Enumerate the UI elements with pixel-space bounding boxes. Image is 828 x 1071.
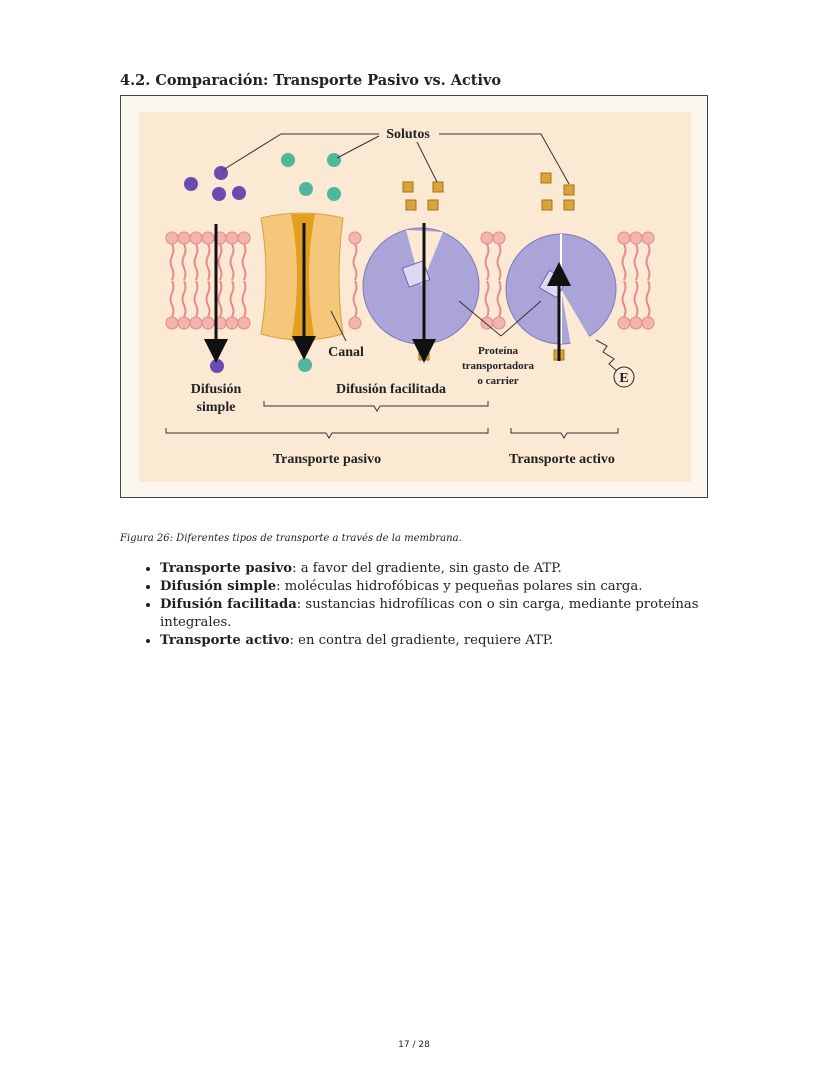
transport-arrows	[204, 223, 571, 363]
label-difusion-facilitada: Difusión facilitada	[336, 382, 446, 397]
bullet-text: : a favor del gradiente, sin gasto de AT…	[292, 561, 562, 576]
energy-icon	[613, 366, 635, 388]
page-number: 17 / 28	[398, 1040, 430, 1050]
label-proteina-2: transportadora	[462, 360, 535, 372]
label-transporte-pasivo: Transporte pasivo	[273, 452, 381, 467]
bullet-text: : sustancias hidrofílicas con o sin carg…	[160, 597, 699, 630]
channel-protein	[260, 212, 344, 341]
label-canal: Canal	[328, 345, 364, 360]
bullet-term: Difusión facilitada	[160, 597, 297, 612]
label-solutos: Solutos	[386, 127, 430, 142]
bullet-term: Difusión simple	[160, 579, 277, 594]
membrane-transport-figure: E Solutos Canal Proteína transportadora …	[120, 95, 708, 498]
bullet-list: Transporte pasivo: a favor del gradiente…	[140, 560, 700, 650]
bullet-text: : moléculas hidrofóbicas y pequeñas pola…	[276, 579, 643, 594]
list-item: Transporte pasivo: a favor del gradiente…	[160, 560, 700, 578]
bullet-term: Transporte activo	[160, 633, 290, 648]
label-proteina-1: Proteína	[478, 345, 519, 357]
list-item: Difusión simple: moléculas hidrofóbicas …	[160, 578, 700, 596]
carrier-protein	[362, 227, 480, 345]
list-item: Transporte activo: en contra del gradien…	[160, 632, 700, 650]
label-transporte-activo: Transporte activo	[509, 452, 615, 467]
membrane-diagram: E Solutos Canal Proteína transportadora …	[139, 112, 691, 482]
section-title: 4.2. Comparación: Transporte Pasivo vs. …	[120, 72, 502, 89]
figure-caption: Figura 26: Diferentes tipos de transport…	[120, 533, 462, 544]
label-difusion-simple-2: simple	[197, 400, 236, 415]
bullet-text: : en contra del gradiente, requiere ATP.	[289, 633, 554, 648]
bullet-term: Transporte pasivo	[160, 561, 293, 576]
teal-solutes	[281, 153, 341, 372]
lipid-bilayer	[165, 231, 655, 330]
list-item: Difusión facilitada: sustancias hidrofíl…	[160, 596, 700, 632]
label-difusion-simple-1: Difusión	[191, 382, 242, 397]
energy-label: E	[619, 371, 628, 386]
label-proteina-3: o carrier	[477, 375, 518, 387]
